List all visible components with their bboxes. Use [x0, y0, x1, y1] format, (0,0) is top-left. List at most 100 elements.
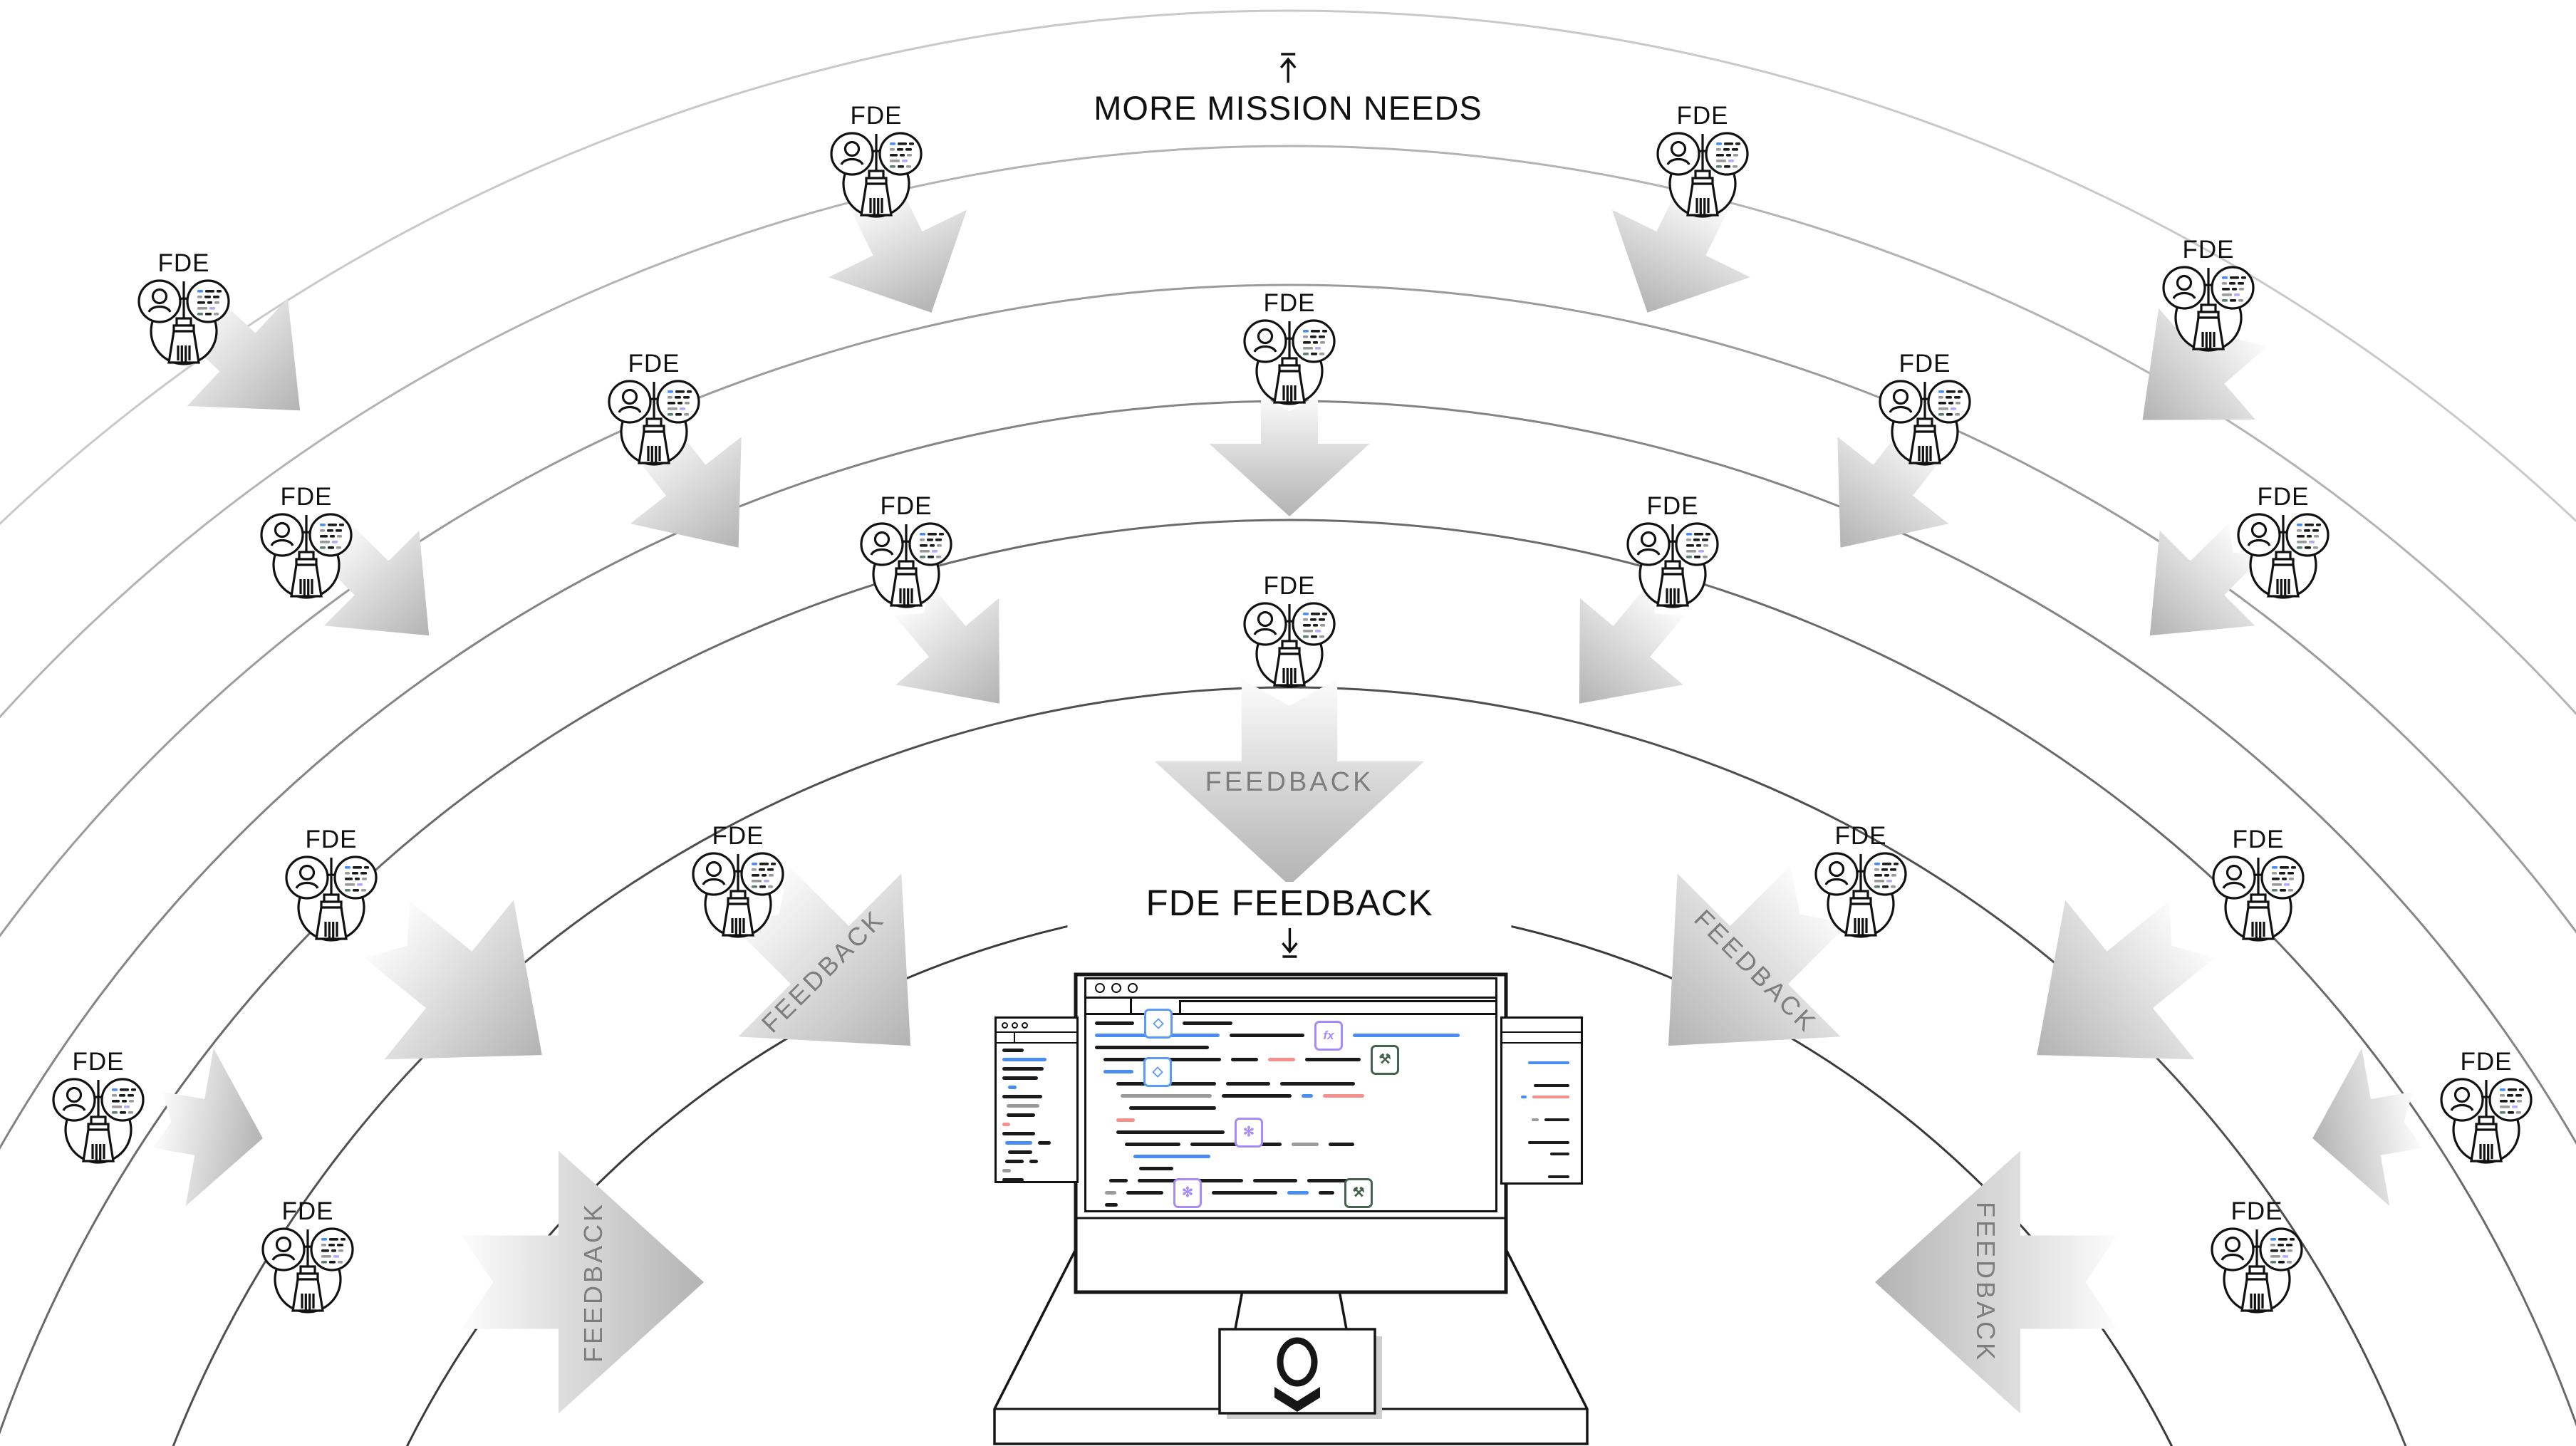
- code-line: ✻: [1086, 1117, 1495, 1148]
- code-line: [997, 1046, 1076, 1055]
- code-line: [997, 1064, 1076, 1073]
- code-line: [1502, 1125, 1581, 1137]
- fx-badge-icon: fx: [1314, 1020, 1343, 1051]
- fde-label: FDE: [1835, 822, 1887, 850]
- fde-label: FDE: [1264, 572, 1316, 600]
- code-segment: [1126, 1191, 1163, 1195]
- fde-icon-group: FDE: [260, 483, 353, 599]
- code-segment: [1007, 1113, 1035, 1117]
- traffic-light-icon: [1128, 983, 1138, 993]
- code-segment: [1125, 1143, 1180, 1146]
- flow-arrow: [2037, 900, 2216, 1060]
- fde-label: FDE: [1677, 102, 1729, 130]
- code-segment: [1002, 1132, 1035, 1135]
- code-segment: [1212, 1191, 1277, 1195]
- fde-label: FDE: [2231, 1197, 2283, 1225]
- tab-bar: [1086, 999, 1495, 1015]
- fde-icon-group: FDE: [2212, 826, 2305, 942]
- fde-icon-group: FDE: [1656, 102, 1749, 218]
- code-segment: [1528, 1061, 1569, 1065]
- traffic-light-icon: [1111, 983, 1121, 993]
- fde-label: FDE: [2233, 826, 2285, 853]
- orbit-arc: [0, 284, 2576, 939]
- code-line: [1086, 1175, 1495, 1187]
- fde-icon-group: FDE: [2162, 236, 2255, 352]
- code-lines: [1502, 1044, 1581, 1182]
- fde-label: FDE: [881, 492, 933, 520]
- code-segment: [1302, 1094, 1313, 1098]
- fde-icon-group: FDE: [285, 826, 378, 942]
- orbit-arc: [0, 519, 2576, 1436]
- code-segment: [1226, 1082, 1270, 1086]
- hammer-badge-icon: ⚒: [1371, 1044, 1399, 1075]
- fde-label: FDE: [158, 249, 210, 277]
- code-segment: [1230, 1034, 1304, 1037]
- flow-arrow: [316, 523, 430, 636]
- code-segment: [1521, 1095, 1527, 1099]
- fde-label: FDE: [2258, 483, 2310, 511]
- cube-badge-icon: ◇: [1143, 1056, 1172, 1087]
- feedback-arrow-label: FEEDBACK: [1971, 1202, 2000, 1363]
- window-titlebar: [1502, 1019, 1581, 1033]
- fde-icon-group: FDE: [1626, 492, 1719, 608]
- code-line: [1502, 1057, 1581, 1068]
- fde-icon-group: FDE: [830, 102, 923, 218]
- arrow-up-to-bar-icon: [1279, 53, 1297, 83]
- fde-icon-group: FDE: [1243, 289, 1336, 405]
- fde-label: FDE: [73, 1048, 125, 1076]
- feedback-arrow: [462, 1150, 704, 1414]
- code-segment: [1095, 1021, 1134, 1025]
- code-line: [1502, 1068, 1581, 1080]
- traffic-light-icon: [1022, 1021, 1028, 1029]
- fde-label: FDE: [2183, 236, 2235, 264]
- code-line: [997, 1110, 1076, 1120]
- code-lines: [997, 1044, 1076, 1185]
- code-segment: [1002, 1067, 1044, 1071]
- code-line: [997, 1157, 1076, 1166]
- code-segment: [1287, 1191, 1309, 1195]
- code-line: [1086, 1041, 1495, 1054]
- code-segment: [1002, 1123, 1010, 1126]
- code-line: [997, 1148, 1076, 1157]
- feedback-arrow: [1875, 1150, 2117, 1414]
- fde-label: FDE: [2461, 1048, 2513, 1076]
- code-segment: [1323, 1094, 1364, 1098]
- code-line: [1502, 1148, 1581, 1160]
- code-segment: [1105, 1191, 1116, 1195]
- code-segment: [1002, 1049, 1024, 1052]
- code-segment: [1002, 1169, 1011, 1172]
- fde-label: FDE: [1899, 350, 1951, 378]
- code-line: ◇: [1086, 1008, 1495, 1039]
- code-line: [997, 1083, 1076, 1092]
- fde-label: FDE: [281, 483, 333, 511]
- tab-small: [997, 1033, 1015, 1044]
- code-line: [1086, 1199, 1495, 1211]
- code-line: [997, 1120, 1076, 1129]
- code-line: [1502, 1114, 1581, 1125]
- code-line: [1502, 1137, 1581, 1148]
- code-segment: [1007, 1104, 1039, 1108]
- code-line: [997, 1166, 1076, 1175]
- orbit-arc: [0, 145, 2576, 719]
- browser-window-main: ◇fx⚒◇✻✻⚒: [1084, 977, 1497, 1212]
- fde-icon-group: FDE: [1243, 572, 1336, 688]
- tab-active: [1179, 1000, 1495, 1015]
- code-line: [1086, 1162, 1495, 1175]
- code-line: [1502, 1046, 1581, 1057]
- code-segment: [1280, 1082, 1355, 1086]
- code-segment: [1005, 1141, 1032, 1145]
- tab-bar: [997, 1033, 1076, 1044]
- code-segment: [1305, 1058, 1361, 1061]
- code-segment: [1103, 1070, 1133, 1073]
- fde-icon-group: FDE: [860, 492, 952, 608]
- flow-arrow: [152, 1048, 263, 1207]
- top-heading: MORE MISSION NEEDS: [1065, 51, 1511, 128]
- browser-window-right: [1500, 1016, 1583, 1185]
- code-segment: [1002, 1178, 1024, 1182]
- code-segment: [1109, 1179, 1128, 1182]
- flow-arrow: [1611, 185, 1750, 313]
- palantir-logo: [1274, 1337, 1320, 1412]
- code-segment: [1353, 1034, 1460, 1037]
- flow-arrow: [2149, 523, 2263, 636]
